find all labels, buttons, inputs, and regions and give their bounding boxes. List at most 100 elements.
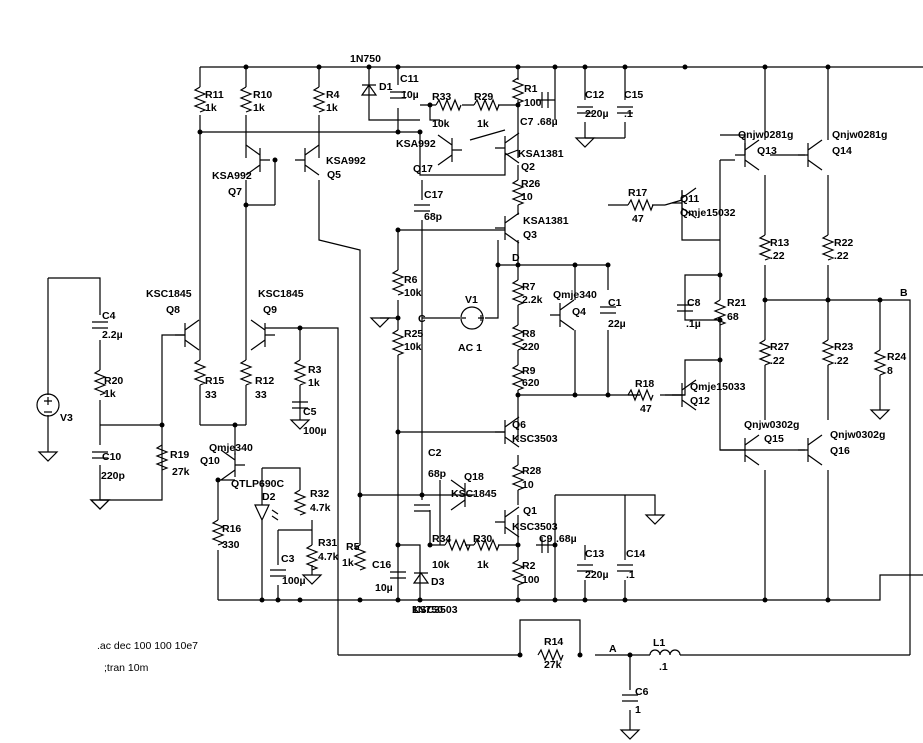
junction-dot xyxy=(762,597,768,603)
r6-ref-label: R6 xyxy=(404,274,418,286)
c14-value-label: .1 xyxy=(626,569,635,581)
r2-ref-label: R2 xyxy=(522,560,536,572)
ground-symbols xyxy=(37,137,891,740)
c1-value-label: 22µ xyxy=(608,318,626,330)
r13-ref-label: R13 xyxy=(770,237,789,249)
q10-value-label: Qmje340 xyxy=(209,442,253,454)
q6-ref-label: Q6 xyxy=(512,419,526,431)
junction-dot xyxy=(622,64,628,70)
v1-ref-label: V1 xyxy=(465,294,478,306)
r19-value-label: 27k xyxy=(172,466,190,478)
l1-ref-label: L1 xyxy=(653,637,665,649)
c10-capacitor-icon xyxy=(92,451,108,459)
c5-value-label: 100µ xyxy=(303,425,327,437)
r22-value-label: .22 xyxy=(834,250,849,262)
junction-dot xyxy=(552,542,558,548)
junction-dot xyxy=(215,477,221,483)
r20-ref-label: R20 xyxy=(104,375,123,387)
q9-value-label: KSC1845 xyxy=(258,288,304,300)
junction-dot xyxy=(395,227,401,233)
r14-resistor-icon xyxy=(537,648,564,662)
r29-ref-label: R29 xyxy=(474,91,493,103)
c8-value-label: .1µ xyxy=(686,318,701,330)
r29-value-label: 1k xyxy=(477,118,489,130)
junction-dot xyxy=(275,597,281,603)
v1-value-label: AC 1 xyxy=(458,342,482,354)
r25-ref-label: R25 xyxy=(404,328,423,340)
c10-ref-label: C10 xyxy=(102,451,121,463)
diode-d3-icon xyxy=(412,571,430,584)
r5-ref-label: R5 xyxy=(346,541,360,553)
tran-directive: ;tran 10m xyxy=(104,662,149,674)
c5-ref-label: C5 xyxy=(303,406,317,418)
c11-ref-label: C11 xyxy=(400,73,419,85)
r15-resistor-icon xyxy=(193,359,207,386)
r12-resistor-icon xyxy=(239,359,253,386)
junction-dot xyxy=(395,64,401,70)
c15-capacitor-icon xyxy=(617,106,633,114)
junction-dot xyxy=(395,542,401,548)
junction-dot xyxy=(417,597,423,603)
r30-ref-label: R30 xyxy=(473,533,492,545)
q4-ref-label: Q4 xyxy=(572,306,586,318)
source-v1-icon xyxy=(460,306,484,330)
r27-value-label: .22 xyxy=(770,355,785,367)
junction-dot xyxy=(515,597,521,603)
q14-value-label: Qnjw0281g xyxy=(832,129,887,141)
r7-resistor-icon xyxy=(511,279,525,306)
c4-value-label: 2.2µ xyxy=(102,329,123,341)
q7-transistor-icon xyxy=(245,144,270,176)
q13-ref-label: Q13 xyxy=(757,145,777,157)
q4-value-label: Qmje340 xyxy=(553,289,597,301)
r31-resistor-icon xyxy=(305,544,319,571)
capacitors xyxy=(92,91,693,702)
c12-ref-label: C12 xyxy=(585,89,604,101)
r15-ref-label: R15 xyxy=(205,375,224,387)
junction-dot xyxy=(682,64,688,70)
ground-icon xyxy=(89,499,111,510)
q18-value-label: KSC1845 xyxy=(451,488,497,500)
ground-icon xyxy=(369,317,391,328)
q14-transistor-icon xyxy=(798,139,823,171)
junction-dot xyxy=(427,542,433,548)
c11-value-label: 10µ xyxy=(401,89,419,101)
q14-ref-label: Q14 xyxy=(832,145,852,157)
junction-dot xyxy=(395,597,401,603)
q10-transistor-icon xyxy=(220,449,245,481)
r5-resistor-icon xyxy=(353,544,367,571)
r26-ref-label: R26 xyxy=(521,178,540,190)
junction-dot xyxy=(243,64,249,70)
r34-ref-label: R34 xyxy=(432,533,451,545)
r28-ref-label: R28 xyxy=(522,465,541,477)
q18-transistor-icon xyxy=(450,479,475,511)
r24-ref-label: R24 xyxy=(887,351,906,363)
r22-ref-label: R22 xyxy=(834,237,853,249)
junction-dot xyxy=(515,392,521,398)
r10-resistor-icon xyxy=(239,86,253,113)
r31-value-label: 4.7k xyxy=(318,551,339,563)
q13-transistor-icon xyxy=(735,139,760,171)
q15-transistor-icon xyxy=(735,434,760,466)
q16-transistor-icon xyxy=(798,434,823,466)
junction-dot xyxy=(395,429,401,435)
q8-transistor-icon xyxy=(175,319,200,351)
r4-value-label: 1k xyxy=(326,102,338,114)
c7-capacitor-icon xyxy=(541,92,549,108)
c6-ref-label: C6 xyxy=(635,686,649,698)
r7-ref-label: R7 xyxy=(522,281,536,293)
junction-dot xyxy=(717,272,723,278)
r17-resistor-icon xyxy=(627,198,654,212)
r6-value-label: 10k xyxy=(404,287,422,299)
q13-value-label: Qnjw0281g xyxy=(738,129,793,141)
c15-ref-label: C15 xyxy=(624,89,643,101)
resistors xyxy=(93,77,887,662)
r14-ref-label: R14 xyxy=(544,636,563,648)
junction-dot xyxy=(357,597,363,603)
q10-ref-label: Q10 xyxy=(200,455,220,467)
junction-dot xyxy=(495,262,501,268)
r25-resistor-icon xyxy=(391,329,405,356)
r8-resistor-icon xyxy=(511,324,525,351)
r9-value-label: 620 xyxy=(522,377,540,389)
q1-value-label: KSC3503 xyxy=(512,521,558,533)
